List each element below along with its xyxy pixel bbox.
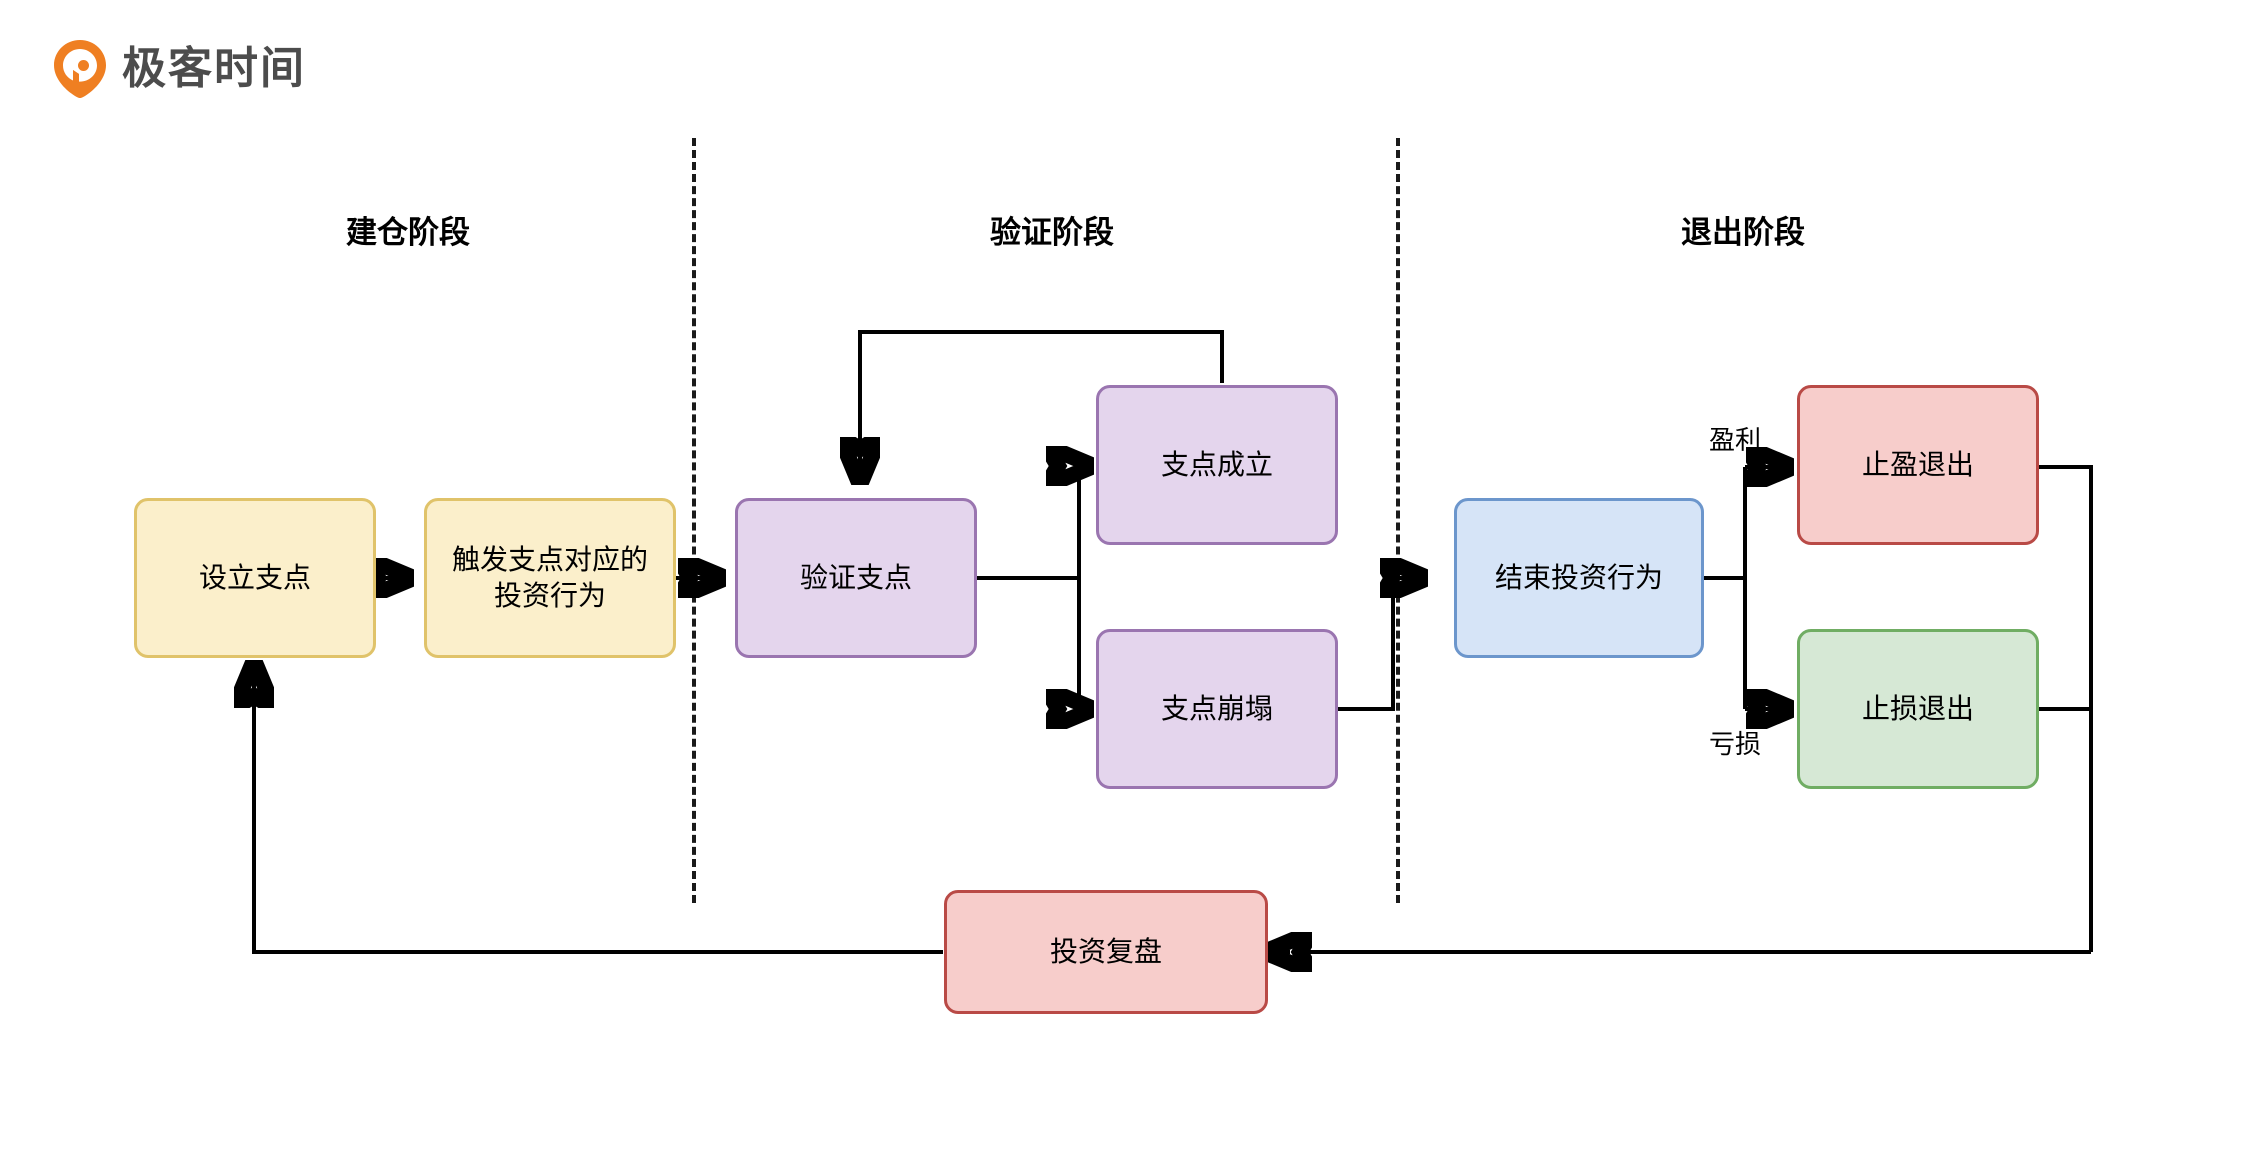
swimlane-divider-2	[1396, 138, 1400, 903]
edge-label-loss: 亏损	[1708, 729, 1762, 759]
brand-logo: 极客时间	[52, 38, 306, 100]
phase-title-verify: 验证阶段	[990, 215, 1114, 250]
node-validate[interactable]: 验证支点	[735, 498, 977, 658]
phase-title-exit: 退出阶段	[1681, 215, 1805, 250]
edge-profit-to-review-elbow	[2038, 465, 2093, 952]
swimlane-divider-1	[692, 138, 696, 903]
node-hold[interactable]: 支点成立	[1096, 385, 1338, 545]
node-collapse[interactable]: 支点崩塌	[1096, 629, 1338, 789]
edge-collapse-to-end-elbow	[1337, 576, 1417, 711]
node-review[interactable]: 投资复盘	[944, 890, 1268, 1014]
edge-review-to-setup-elbow	[252, 672, 943, 954]
edge-validate-to-hold-elbow	[1077, 464, 1083, 578]
node-trigger[interactable]: 触发支点对应的 投资行为	[424, 498, 676, 658]
node-loss[interactable]: 止损退出	[1797, 629, 2039, 789]
edge-label-profit: 盈利	[1708, 425, 1762, 455]
phase-title-build: 建仓阶段	[346, 215, 470, 250]
node-setup[interactable]: 设立支点	[134, 498, 376, 658]
node-end[interactable]: 结束投资行为	[1454, 498, 1704, 658]
brand-wordmark: 极客时间	[122, 44, 306, 93]
geek-time-pin-icon	[54, 40, 106, 98]
node-profit[interactable]: 止盈退出	[1797, 385, 2039, 545]
